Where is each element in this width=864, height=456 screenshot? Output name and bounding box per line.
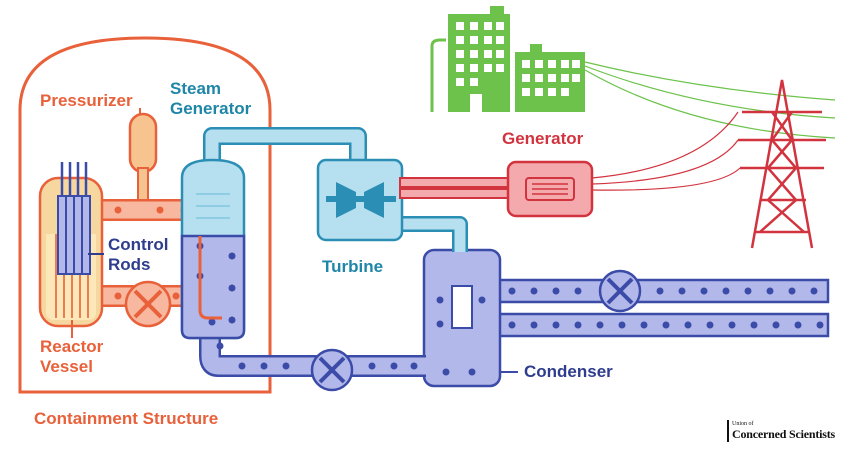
cooling-water-pipes [478,269,830,338]
containment-structure-label: Containment Structure [34,409,218,428]
generator-label: Generator [502,129,584,148]
pressurizer-label: Pressurizer [40,91,133,110]
turbine [316,158,404,242]
control-rods-label-line2: Rods [108,255,151,274]
reactor-coolant-pump [124,280,172,328]
reactor-vessel-label-line2: Vessel [40,357,93,376]
transmission-tower [738,79,826,249]
logo-line-2: Concerned Scientists [732,427,835,441]
condenser-label: Condenser [524,362,613,381]
control-rods [57,162,91,275]
control-rods-label-line1: Control [108,235,168,254]
building-power-lines [584,61,836,139]
condenser-tank [422,248,502,388]
city-buildings [430,6,585,112]
generator [506,160,594,218]
generator-power-lines [591,111,741,191]
containment-structure-outline [18,36,272,394]
logo-line-1: Union of [732,421,754,427]
pressurizer [128,112,158,203]
generator-shaft [399,177,515,199]
ucs-logo: Union of Concerned Scientists [727,420,864,442]
steam-generator-label-line2: Generator [170,99,252,118]
turbine-label: Turbine [322,257,383,276]
reactor-vessel-label-line1: Reactor [40,337,104,356]
steam-generator-label-line1: Steam [170,79,221,98]
steam-generator [180,158,246,340]
feedwater-pump [310,348,354,392]
